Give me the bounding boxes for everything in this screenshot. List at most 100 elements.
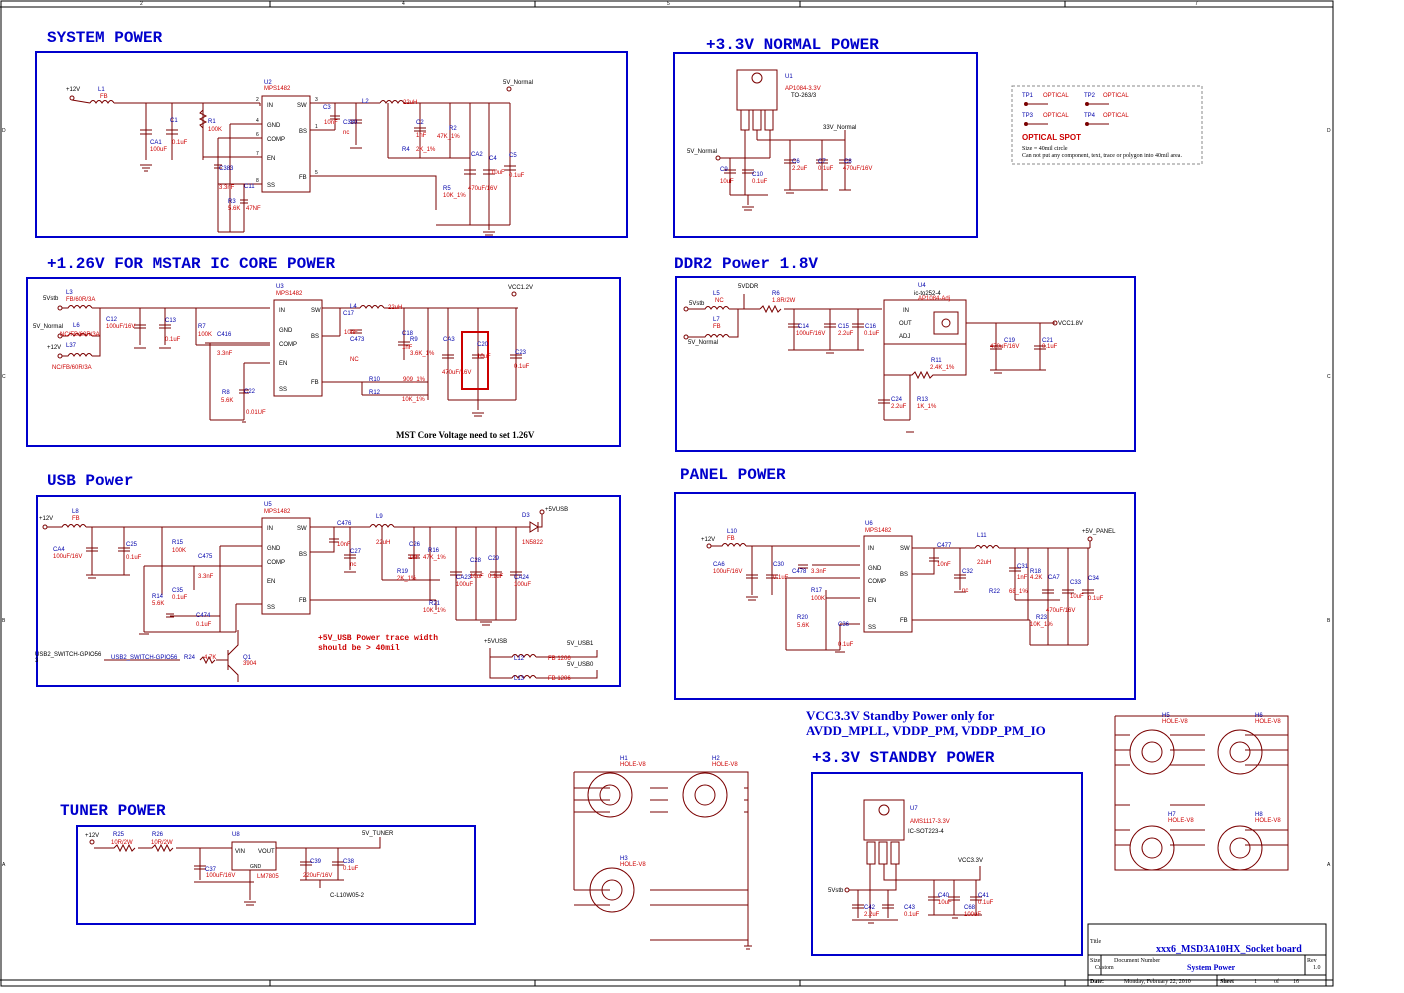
svg-text:C7: C7 [818,159,826,165]
svg-text:FB: FB [900,618,908,624]
ddr2-circuit: 5Vstb 5VDDR 5V_Normal L5 NC L7 FB R6 1.8… [683,283,1083,433]
svg-text:HOLE-V8: HOLE-V8 [620,762,646,768]
svg-text:C477: C477 [937,543,952,549]
svg-text:U7: U7 [910,806,918,812]
svg-text:MPS1482: MPS1482 [276,291,303,297]
svg-text:C14: C14 [798,324,810,330]
svg-text:MST Core Voltage need to set 1: MST Core Voltage need to set 1.26V [396,430,535,440]
svg-text:+5V_USB Power trace width: +5V_USB Power trace width [318,634,438,643]
svg-text:SW: SW [900,546,910,552]
svg-text:Monday, February 22, 2010: Monday, February 22, 2010 [1124,979,1191,985]
svg-text:1nF: 1nF [1017,575,1028,581]
svg-text:47NF: 47NF [246,206,261,212]
svg-text:+12V: +12V [39,516,53,522]
svg-text:R24: R24 [184,655,196,661]
svg-text:100uF: 100uF [964,912,981,918]
usb-box [36,495,621,687]
svg-text:C37: C37 [205,867,217,873]
svg-text:FB: FB [72,516,80,522]
svg-text:C42: C42 [864,905,876,911]
svg-text:USB2_SWITCH-GPIO56: USB2_SWITCH-GPIO56 [35,652,102,658]
svg-text:8: 8 [256,178,259,184]
svg-text:Q1: Q1 [243,655,252,661]
svg-text:4.7K: 4.7K [204,655,216,661]
svg-text:10uF: 10uF [938,900,952,906]
svg-text:R14: R14 [152,594,164,600]
svg-text:COMP: COMP [279,342,297,348]
svg-text:10uF: 10uF [491,170,505,176]
svg-text:BS: BS [900,572,908,578]
section-title-panel: PANEL POWER [680,466,786,484]
svg-text:0.01UF: 0.01UF [246,410,266,416]
svg-text:R11: R11 [931,358,942,364]
svg-text:C9: C9 [720,167,728,173]
svg-text:FB: FB [311,380,319,386]
svg-text:3.3nF: 3.3nF [219,185,235,191]
svg-text:L1: L1 [98,87,105,93]
svg-text:SS: SS [279,387,287,393]
svg-text:R13: R13 [917,397,929,403]
svg-text:L4: L4 [350,304,357,310]
svg-text:HOLE-V8: HOLE-V8 [1162,719,1188,725]
svg-text:L3: L3 [66,290,73,296]
svg-text:5V_USB0: 5V_USB0 [567,662,594,668]
svg-text:C31: C31 [1017,564,1029,570]
svg-text:H8: H8 [1255,812,1263,818]
svg-text:U5: U5 [264,502,272,508]
svg-text:5Vstb: 5Vstb [828,888,844,894]
svg-text:should be > 40mil: should be > 40mil [318,644,400,653]
svg-text:C1: C1 [170,118,178,124]
svg-text:COMP: COMP [267,137,285,143]
svg-text:GND: GND [267,546,281,552]
section-title-126v-core: +1.26V FOR MSTAR IC CORE POWER [47,255,335,273]
svg-text:SW: SW [297,526,307,532]
tuner-box [76,825,476,925]
section-title-ddr2: DDR2 Power 1.8V [674,255,818,273]
svg-text:100uF/16V: 100uF/16V [713,569,742,575]
33v-standby-circuit: U7 AMS1117-3.3V IC-SOT223-4 5Vstb C42 2.… [828,799,994,924]
optical-spot-block: TP1 OPTICAL TP2 OPTICAL TP3 OPTICAL TP4 … [1022,93,1182,159]
svg-text:MPS1482: MPS1482 [264,509,291,515]
svg-text:10K_1%: 10K_1% [1030,622,1053,628]
svg-text:SS: SS [868,625,876,631]
svg-text:5V_TUNER: 5V_TUNER [362,831,394,837]
svg-text:MPS1482: MPS1482 [264,86,291,92]
svg-text:909_1%: 909_1% [403,377,426,383]
svg-text:C24: C24 [891,397,903,403]
svg-text:10nF: 10nF [337,542,351,548]
svg-text:100uF/16V: 100uF/16V [53,554,82,560]
svg-text:OUT: OUT [899,321,912,327]
title-block-title: xxx6_MSD3A10HX_Socket board [1156,944,1302,955]
svg-text:EN: EN [267,156,275,162]
svg-text:FB: FB [299,175,307,181]
svg-text:System Power: System Power [1187,963,1236,972]
svg-text:C39: C39 [310,859,322,865]
svg-text:0.1uF: 0.1uF [126,555,142,561]
33v-normal-box [673,52,978,238]
svg-text:5V_Normal: 5V_Normal [503,80,533,86]
svg-text:C476: C476 [337,521,352,527]
svg-text:R16: R16 [428,548,440,554]
u3-chip [273,299,323,397]
u2-chip [261,95,311,193]
svg-text:100K: 100K [811,596,825,602]
svg-text:5: 5 [315,170,318,176]
svg-text:C10: C10 [752,172,764,178]
svg-text:CA23: CA23 [456,575,472,581]
svg-text:R19: R19 [397,569,409,575]
svg-text:16: 16 [1293,979,1299,985]
mounting-holes-left: H1 HOLE-V8 H2 HOLE-V8 H3 HOLE-V8 [573,756,752,950]
svg-text:R23: R23 [1036,615,1048,621]
svg-text:R6: R6 [772,291,780,297]
svg-text:FB: FB [713,324,721,330]
svg-text:BS: BS [299,552,307,558]
tuner-circuit: +12V R25 10R/2W R26 10R/2W U8 VIN VOUT G… [85,831,394,906]
svg-text:100uF: 100uF [150,147,167,153]
svg-text:C19: C19 [1004,338,1016,344]
126v-core-box [26,277,621,447]
svg-text:Sheet: Sheet [1220,979,1234,985]
svg-text:HOLE-V8: HOLE-V8 [712,762,738,768]
svg-text:Rev: Rev [1307,958,1317,964]
svg-text:10K_1%: 10K_1% [443,193,466,199]
svg-text:47K_1%: 47K_1% [437,134,460,140]
